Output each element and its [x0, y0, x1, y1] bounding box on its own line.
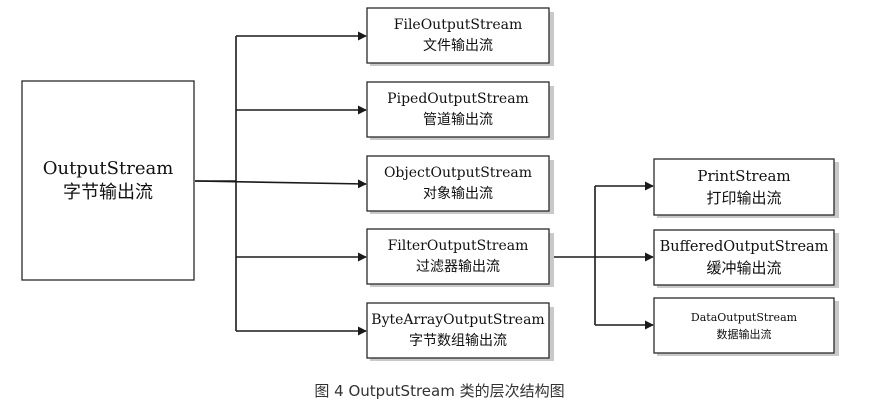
node-outputstream: OutputStream 字节输出流 — [21, 80, 195, 281]
node-objectoutputstream: ObjectOutputStream 对象输出流 — [366, 155, 554, 214]
node-desc: 字节数组输出流 — [409, 333, 507, 349]
node-desc: 字节输出流 — [63, 182, 153, 203]
node-desc: 打印输出流 — [706, 189, 781, 207]
node-fileoutputstream: FileOutputStream 文件输出流 — [366, 7, 554, 66]
node-desc: 文件输出流 — [423, 38, 493, 54]
node-name: OutputStream — [43, 158, 174, 179]
root-connectors — [194, 31, 367, 336]
node-desc: 对象输出流 — [423, 186, 493, 202]
node-name: ObjectOutputStream — [384, 165, 532, 181]
node-printstream: PrintStream 打印输出流 — [653, 158, 839, 218]
node-pipedoutputstream: PipedOutputStream 管道输出流 — [366, 81, 554, 140]
node-bufferedoutputstream: BufferedOutputStream 缓冲输出流 — [653, 229, 839, 288]
node-desc: 过滤器输出流 — [416, 259, 500, 275]
node-filteroutputstream: FilterOutputStream 过滤器输出流 — [366, 228, 554, 287]
node-name: ByteArrayOutputStream — [371, 312, 544, 328]
node-name: PrintStream — [697, 167, 790, 185]
node-name: BufferedOutputStream — [660, 239, 829, 255]
filter-connectors — [549, 181, 654, 330]
node-name: FilterOutputStream — [388, 238, 529, 254]
node-desc: 数据输出流 — [717, 327, 772, 341]
node-name: DataOutputStream — [691, 311, 798, 324]
node-name: FileOutputStream — [394, 17, 523, 33]
node-desc: 管道输出流 — [423, 112, 493, 128]
node-dataoutputstream: DataOutputStream 数据输出流 — [653, 297, 839, 356]
node-bytearrayoutputstream: ByteArrayOutputStream 字节数组输出流 — [366, 302, 554, 361]
node-desc: 缓冲输出流 — [706, 259, 781, 277]
node-name: PipedOutputStream — [387, 91, 529, 107]
arrow-to-object — [194, 179, 367, 189]
figure-caption: 图 4 OutputStream 类的层次结构图 — [314, 382, 565, 400]
